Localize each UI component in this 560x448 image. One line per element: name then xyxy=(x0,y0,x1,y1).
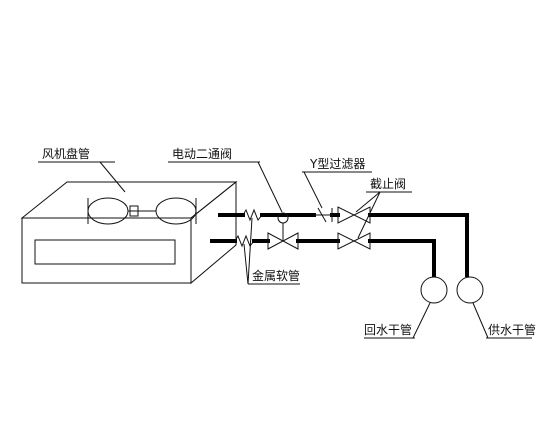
label-motorized-valve: 电动二通阀 xyxy=(172,147,232,161)
upper-pipe-run xyxy=(218,208,469,277)
label-y-strainer: Y型过滤器 xyxy=(309,157,365,171)
label-fan-coil: 风机盘管 xyxy=(42,146,90,161)
shutoff-valve-lower xyxy=(337,232,371,250)
shutoff-valve-upper xyxy=(337,206,371,224)
label-supply-main: 供水干管 xyxy=(488,322,536,337)
motorized-two-way-valve xyxy=(267,212,299,250)
supply-main-pipe xyxy=(456,276,484,304)
lower-pipe-run xyxy=(210,234,436,277)
label-shutoff-valve: 截止阀 xyxy=(370,177,406,191)
label-flex-hose: 金属软管 xyxy=(252,268,300,283)
return-main-pipe xyxy=(420,276,448,304)
fan-coil-unit xyxy=(20,180,238,285)
leader-lines xyxy=(38,161,532,339)
y-strainer xyxy=(314,207,333,223)
label-return-main: 回水干管 xyxy=(364,322,412,337)
